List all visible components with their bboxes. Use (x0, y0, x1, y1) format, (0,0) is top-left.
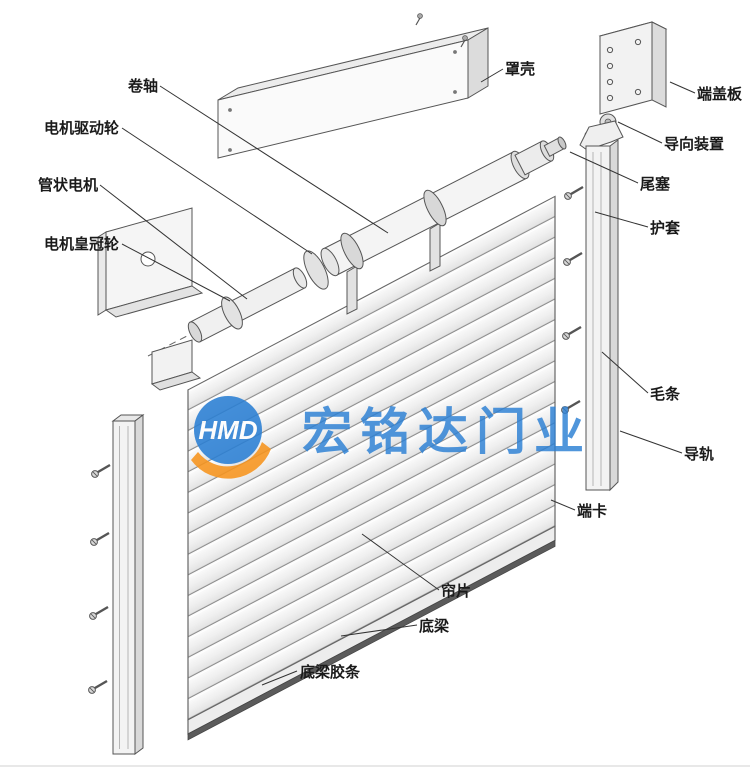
leader-protective-sleeve (594, 211, 649, 228)
rail-side-face (609, 139, 619, 492)
curtain-assembly (187, 195, 556, 741)
cover-screw-dot (453, 50, 457, 54)
label-bottom-beam: 底梁 (419, 617, 450, 635)
motor-bracket-plate (97, 207, 204, 318)
logo-circle (194, 396, 262, 464)
label-cover-shell: 罩壳 (505, 60, 535, 78)
label-tail-plug: 尾塞 (640, 175, 671, 193)
hanger-ring (423, 189, 447, 227)
label-motor-crown-wheel: 电机皇冠轮 (44, 235, 119, 253)
mid-bracket (150, 339, 202, 391)
floating-screw-shaft (460, 39, 466, 48)
leader-bottom-beam (340, 624, 418, 637)
leader-lines (99, 68, 696, 686)
bracket-hole (140, 251, 156, 267)
label-guide-device: 导向装置 (664, 135, 724, 153)
tail-plug-cap (557, 136, 567, 150)
part-labels: 卷轴 罩壳 电机驱动轮 管状电机 电机皇冠轮 端盖板 导向装置 尾塞 护套 毛条… (38, 60, 743, 681)
label-guide-rail: 导轨 (684, 445, 714, 463)
hanger-strap (346, 265, 358, 315)
label-curtain-slat: 帘片 (441, 582, 471, 600)
rail-side-face (134, 414, 144, 755)
end-cover-plate (584, 21, 668, 139)
roller-shaft-assembly (187, 136, 567, 343)
guide-rail-left (87, 414, 145, 755)
label-motor-drive-wheel: 电机驱动轮 (44, 119, 119, 137)
bracket-flange (104, 285, 204, 318)
watermark-logo: HMD (191, 396, 271, 479)
bottom-beam-rubber-strip (187, 539, 556, 741)
plate-hole (634, 38, 642, 46)
plate-hole (634, 88, 642, 96)
plate-hole (606, 46, 614, 54)
logo-text: HMD (198, 415, 257, 445)
floating-screw-shaft (415, 17, 421, 26)
watermark-company-text: 宏铭达门业 (302, 404, 592, 460)
cover-shell-end-face (467, 27, 489, 99)
leader-tail-plug (569, 151, 639, 184)
hanger-strap (429, 222, 441, 272)
label-tubular-motor: 管状电机 (38, 176, 98, 194)
leader-curtain-slat (361, 533, 440, 591)
label-end-clip: 端卡 (577, 502, 607, 520)
motor-right-cap (292, 267, 308, 289)
motor-drive-wheel-part (303, 250, 329, 290)
rail-front-face (585, 145, 611, 491)
watermark: HMD 宏铭达门业 (191, 396, 592, 479)
cover-screw-dot (228, 148, 232, 152)
leader-roller-shaft (159, 85, 389, 234)
plate-hole (606, 78, 614, 86)
label-bottom-beam-rubber: 底梁胶条 (300, 663, 361, 681)
leader-cover-shell (480, 68, 504, 83)
label-roller-shaft: 卷轴 (127, 77, 158, 95)
plate-hole (606, 62, 614, 70)
leader-guide-device (617, 121, 663, 144)
label-end-cover-plate: 端盖板 (697, 85, 743, 103)
floating-screw-icon (417, 13, 423, 19)
cover-shell-box (217, 13, 489, 159)
leader-tubular-motor (99, 184, 248, 300)
leader-end-clip (550, 499, 576, 511)
leader-end-cover-plate (669, 81, 696, 94)
cover-screw-dot (228, 108, 232, 112)
guide-rail-right (560, 120, 624, 492)
end-plate-side-edge (651, 21, 667, 108)
logo-swoosh (191, 442, 271, 479)
hanger-ring (340, 232, 364, 270)
floating-screw-icon (462, 35, 468, 41)
roller-tube-left-cap (320, 247, 340, 277)
plate-hole (606, 94, 614, 102)
rail-front-face (112, 420, 136, 755)
label-protective-sleeve: 护套 (650, 219, 681, 237)
leader-motor-drive-wheel (121, 127, 313, 255)
leader-bottom-beam-rubber (261, 670, 298, 686)
leader-motor-crown-wheel (121, 243, 231, 302)
motor-left-cap (187, 321, 203, 343)
mid-bracket-flange (150, 371, 202, 391)
leader-guide-rail (619, 430, 683, 454)
cover-screw-dot (453, 90, 457, 94)
label-brush-strip: 毛条 (650, 385, 681, 403)
leader-brush-strip (601, 351, 649, 394)
